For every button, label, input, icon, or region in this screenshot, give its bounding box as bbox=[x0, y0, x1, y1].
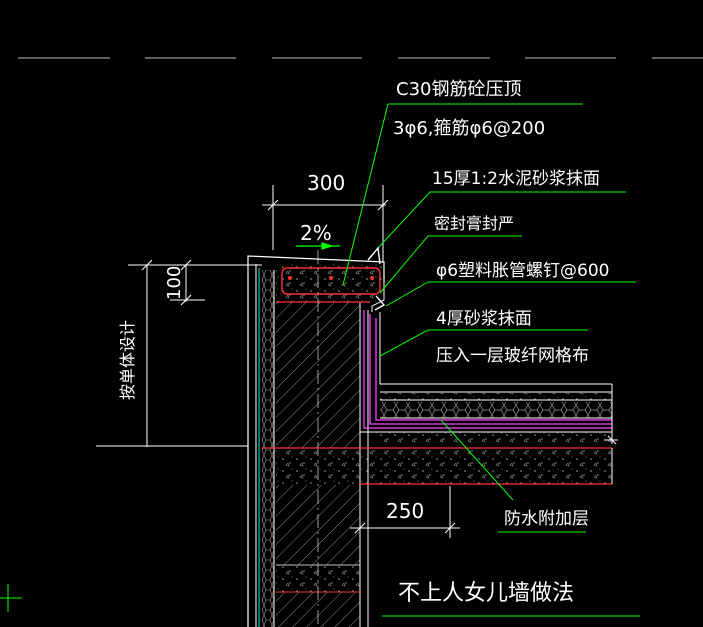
parapet-body bbox=[247, 250, 385, 627]
leader-lines bbox=[342, 103, 636, 501]
coping-height-label: 100 bbox=[164, 266, 185, 300]
sealant-label: 密封膏封严 bbox=[434, 214, 514, 233]
coping-width-dimension bbox=[262, 185, 389, 262]
drawing-title: 不上人女儿墙做法 bbox=[398, 581, 574, 606]
height-note-label: 按单体设计 bbox=[118, 320, 137, 400]
mortar-label: 4厚砂浆抹面 bbox=[436, 309, 532, 329]
roof-layers bbox=[262, 312, 618, 485]
waterproof-label: 防水附加层 bbox=[504, 509, 589, 529]
slope-arrow bbox=[296, 242, 340, 250]
waterproof-membrane bbox=[363, 310, 612, 429]
coping-label: C30钢筋砼压顶 bbox=[396, 79, 521, 100]
parapet-width-label: 250 bbox=[386, 499, 424, 523]
height-dimension bbox=[128, 259, 262, 447]
nail-label: φ6塑料胀管螺钉@600 bbox=[436, 261, 609, 281]
slope-label: 2% bbox=[300, 221, 332, 245]
rebar-stirrup bbox=[281, 267, 381, 295]
leader-arrowheads bbox=[367, 246, 386, 311]
coping-width-label: 300 bbox=[307, 171, 345, 195]
parapet-width-dimension bbox=[350, 486, 460, 538]
plaster-top-label: 15厚1:2水泥砂浆抹面 bbox=[432, 169, 600, 189]
rebar-label: 3φ6,箍筋φ6@200 bbox=[393, 118, 545, 139]
mesh-label: 压入一层玻纤网格布 bbox=[436, 346, 589, 366]
